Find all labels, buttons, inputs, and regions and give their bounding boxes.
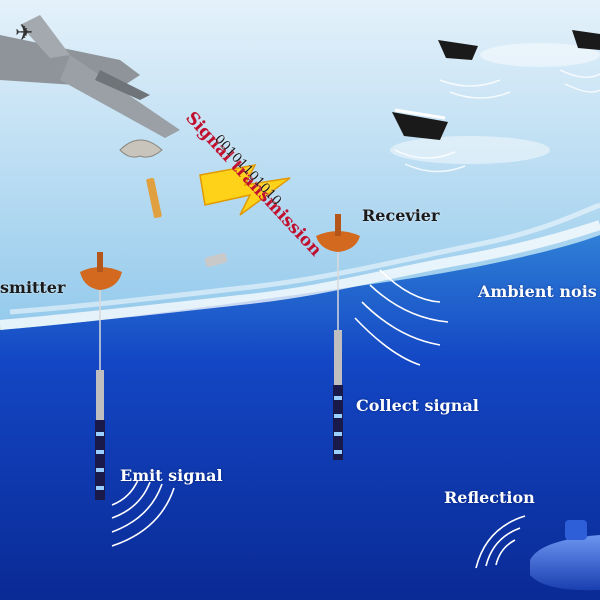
svg-text:✈: ✈ <box>15 21 33 46</box>
sound-wave-icon-reflection <box>475 515 526 569</box>
receiver-label: Recevier <box>362 206 440 225</box>
sound-wave-icon-ambient <box>354 269 449 366</box>
collect-signal-label: Collect signal <box>356 396 479 415</box>
reflection-label: Reflection <box>444 488 535 507</box>
deep-water <box>0 235 600 600</box>
ambient-noise-label: Ambient nois <box>478 282 597 301</box>
lightning-icon <box>199 163 291 216</box>
emit-signal-label: Emit signal <box>120 466 223 485</box>
submarine-icon <box>530 520 600 591</box>
transmitter-label: smitter <box>0 278 66 297</box>
sonobuoy-icon-emit <box>95 290 105 500</box>
parachute-icon <box>119 139 163 219</box>
sonobuoy-icon-collect <box>333 252 343 460</box>
aircraft-icon: ✈ <box>0 15 180 138</box>
surface-foam <box>0 220 600 330</box>
buoy-icon-receiver <box>316 214 360 252</box>
sound-wave-icon-emit <box>111 479 175 547</box>
buoy-icon-transmitter <box>80 252 122 290</box>
ship-icon <box>392 30 600 140</box>
